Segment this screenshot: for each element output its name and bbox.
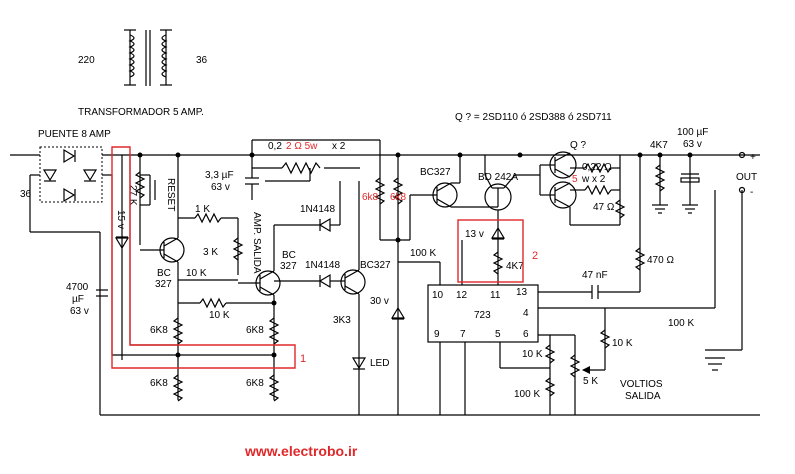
- r-022-b: 0,22 Ω: [582, 162, 612, 173]
- cap-33-v: 63 v: [211, 182, 230, 193]
- r-10k-d: 10 K: [612, 338, 633, 349]
- bc327-b: BC: [282, 250, 296, 261]
- bridge-input: 36: [20, 189, 32, 200]
- bc327-d: BC327: [420, 167, 451, 178]
- pin-12: 12: [456, 290, 468, 301]
- r-10k-a: 10 K: [186, 268, 207, 279]
- ic-723: [427, 284, 539, 343]
- r-4k7-b: 4K7: [506, 261, 524, 272]
- r-top-prefix: 0,2: [268, 141, 282, 152]
- d-1n4148-a: 1N4148: [300, 204, 335, 215]
- pin-5: 5: [495, 329, 501, 340]
- cap-100-v: 63 v: [683, 139, 702, 150]
- r-3k: 3 K: [203, 247, 218, 258]
- r-1k: 1 K: [195, 204, 210, 215]
- cap-100: 100 µF: [677, 127, 708, 138]
- zener-30v: 30 v: [370, 296, 389, 307]
- r-top-red: 2 Ω 5w: [286, 141, 318, 152]
- r-470: 470 Ω: [647, 255, 674, 266]
- annotation-mark-2: 2: [532, 250, 538, 262]
- r-100k-b: 100 K: [668, 318, 694, 329]
- annotation-box-2: [457, 219, 524, 283]
- r-top-suffix: x 2: [332, 141, 346, 152]
- r-5w-b-red: 5: [572, 174, 578, 185]
- zener-13v: 13 v: [465, 229, 484, 240]
- d-1n4148-b: 1N4148: [305, 260, 340, 271]
- bc327-c: BC327: [360, 260, 391, 271]
- r-100k-c: 100 K: [514, 389, 540, 400]
- bd242a: BD 242A: [478, 172, 518, 183]
- led-label: LED: [370, 358, 389, 369]
- cap-4700-volt: 63 v: [70, 306, 89, 317]
- pin-4: 4: [523, 308, 529, 319]
- cap-33: 3,3 µF: [205, 170, 234, 181]
- bridge-title: PUENTE 8 AMP: [38, 129, 111, 140]
- pin-10: 10: [432, 290, 444, 301]
- transformer-primary: 220: [78, 55, 95, 66]
- r-3k3: 3K3: [333, 315, 351, 326]
- pin-7: 7: [460, 329, 466, 340]
- r-47: 47 Ω: [593, 202, 615, 213]
- r-6k8-4: 6K8: [246, 378, 264, 389]
- bridge-diodes: [42, 148, 98, 203]
- pot-5k: 5 K: [583, 376, 598, 387]
- pin-9: 9: [434, 329, 440, 340]
- voltios: VOLTIOS: [620, 379, 663, 390]
- pin-13: 13: [516, 287, 528, 298]
- pin-11: 11: [490, 290, 501, 301]
- bc327-a2: 327: [155, 279, 172, 290]
- transformer-secondary: 36: [196, 55, 208, 66]
- q-note: Q ? = 2SD110 ó 2SD388 ó 2SD711: [455, 112, 612, 123]
- ic-723-label: 723: [474, 310, 491, 321]
- cap-4700: 4700: [66, 282, 89, 293]
- transformer-caption: TRANSFORMADOR 5 AMP.: [78, 107, 204, 118]
- zener-15v-label: 15 v: [115, 210, 126, 229]
- bc327-a: BC: [157, 268, 171, 279]
- r-10k-c: 10 K: [522, 349, 543, 360]
- r-4k7-top: 4K7: [650, 140, 668, 151]
- bc327-b2: 327: [280, 261, 297, 272]
- annotation-mark-1: 1: [300, 353, 306, 365]
- salida: SALIDA: [625, 391, 661, 402]
- cap-47nf: 47 nF: [582, 270, 608, 281]
- r-27k-label: 27 K: [127, 185, 138, 206]
- website-url: www.electrobo.ir: [244, 443, 358, 459]
- out-plus: +: [750, 152, 756, 163]
- q-label: Q ?: [570, 140, 587, 151]
- r-6k8-2: 6K8: [246, 325, 264, 336]
- r-5w-b: w x 2: [581, 174, 606, 185]
- pin-6: 6: [523, 329, 529, 340]
- r-6k8-red-b: 6k8: [390, 192, 407, 203]
- r-6k8-3: 6K8: [150, 378, 168, 389]
- out-minus: -: [750, 187, 753, 198]
- r-6k8-1: 6K8: [150, 325, 168, 336]
- annotation-box-1: [111, 146, 296, 369]
- r-100k-a: 100 K: [410, 248, 436, 259]
- amp-salida: AMP. SALIDA: [251, 212, 262, 274]
- transformer: [124, 29, 172, 86]
- cap-4700-unit: µF: [72, 294, 84, 305]
- r-6k8-red-a: 6k8: [362, 192, 379, 203]
- r-10k-b: 10 K: [209, 310, 230, 321]
- reset-label: RESET: [165, 178, 176, 211]
- out-label: OUT: [736, 172, 757, 183]
